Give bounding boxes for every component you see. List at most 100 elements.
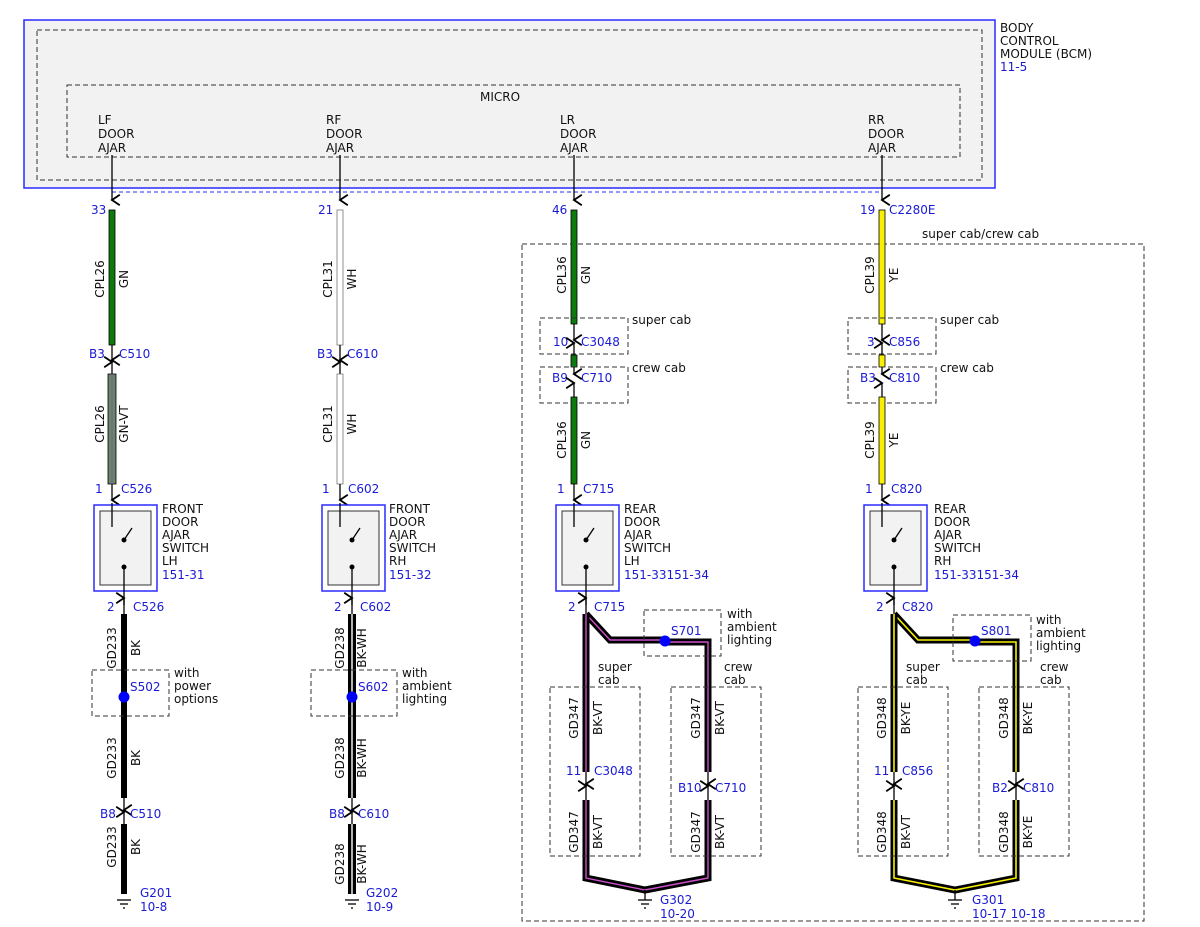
- rf-middle-color: WH: [345, 414, 359, 435]
- lf-lower-wire: [121, 614, 127, 798]
- lf-switch-name-5: LH: [162, 554, 178, 568]
- lf-door-ajar-switch[interactable]: FRONT DOOR AJAR SWITCH LH 151-31: [93, 502, 209, 605]
- lr-middle-circuit: CPL36: [555, 421, 569, 459]
- rr-super-cab-pin: 3: [867, 335, 875, 349]
- lr-crew-cab-box: [539, 366, 629, 404]
- lr-crew-top-color: BK-VT: [713, 700, 727, 735]
- lr-super-top-color: BK-VT: [591, 700, 605, 735]
- rf-ground-name[interactable]: G202: [366, 886, 398, 900]
- rf-lower2-color: BK-WH: [355, 738, 369, 778]
- lr-switch-in-pin: 1: [557, 482, 565, 496]
- rr-switch-name-4: SWITCH: [934, 541, 981, 555]
- lr-bcm-pin: 46: [552, 203, 567, 217]
- rr-crew-conn-name: C810: [1023, 781, 1054, 795]
- lr-splice-dot[interactable]: [659, 635, 671, 647]
- rr-middle-circuit: CPL39: [863, 421, 877, 459]
- rr-upper-circuit: CPL39: [863, 256, 877, 294]
- rf-circuit: 21 CPL31 WH B3 C610 CPL31 WH 1 C602 FRON…: [310, 203, 452, 914]
- lr-crew-bottom-color: BK-VT: [713, 814, 727, 849]
- lf-switch-page-ref: 151-31: [162, 568, 205, 582]
- lr-super-branch-box: [549, 686, 641, 857]
- rr-switch-name-1: REAR: [934, 502, 966, 516]
- lr-middle-color: GN: [579, 431, 593, 449]
- rr-splice-cond-1: with: [1036, 613, 1061, 627]
- rr-crew-top-circuit: GD348: [997, 697, 1011, 738]
- bcm-inputs: LF DOOR AJAR RF DOOR AJAR LR DOOR AJAR R…: [98, 113, 904, 200]
- lf-upper-circuit: CPL26: [93, 260, 107, 298]
- lr-ground-page-ref[interactable]: 10-20: [660, 907, 695, 921]
- rr-upper-wire: [878, 209, 886, 325]
- lr-middle-wire: [570, 396, 578, 485]
- lr-crew-top-circuit: GD347: [689, 697, 703, 738]
- lr-splice-cond-3: lighting: [727, 633, 772, 647]
- lf-switch-name-4: SWITCH: [162, 541, 209, 555]
- rr-ground-page-ref[interactable]: 10-17 10-18: [972, 907, 1046, 921]
- rf-splice-name: S602: [358, 680, 389, 694]
- rr-middle-wire: [878, 396, 886, 485]
- rf-splice-box: [310, 669, 398, 717]
- super-crew-cab-label: super cab/crew cab: [922, 227, 1039, 241]
- rr-splice-dot[interactable]: [969, 635, 981, 647]
- lr-ground-name[interactable]: G302: [660, 893, 692, 907]
- bcm-page-ref[interactable]: 11-5: [1000, 60, 1027, 74]
- lf-splice-cond-3: options: [174, 692, 218, 706]
- lf-switch-name-2: DOOR: [162, 515, 198, 529]
- rf-switch-out-connector: C602: [360, 600, 391, 614]
- lf-splice-dot[interactable]: [118, 691, 130, 703]
- rr-switch-out-pin: 2: [876, 600, 884, 614]
- rr-super-top-color: BK-YE: [899, 702, 913, 735]
- super-crew-cab-region: [521, 243, 1145, 922]
- rr-crew-branch-box: [978, 686, 1070, 857]
- rr-super-bottom-circuit: GD348: [875, 811, 889, 852]
- lr-switch-out-pin: 2: [568, 600, 576, 614]
- rf-switch-page-ref: 151-32: [389, 568, 432, 582]
- lr-splice-name: S701: [671, 624, 702, 638]
- lr-super-cab-pin: 10: [553, 335, 568, 349]
- lr-switch-name-3: AJAR: [624, 528, 652, 542]
- rf-lower-circuit: GD238: [333, 627, 347, 668]
- lr-crew-branch-label-2: cab: [724, 673, 746, 687]
- lr-upper-wire: [570, 209, 578, 325]
- rr-super-conn-pin: 11: [874, 764, 889, 778]
- lr-super-bottom-circuit: GD347: [567, 811, 581, 852]
- lf-ground-page-ref[interactable]: 10-8: [140, 900, 167, 914]
- rr-super-top-circuit: GD348: [875, 697, 889, 738]
- rr-middle-color: YE: [887, 433, 901, 449]
- lr-switch-page-ref: 151-33151-34: [624, 568, 709, 582]
- bcm-name-1: BODY: [1000, 21, 1034, 35]
- rr-crew-bottom-circuit: GD348: [997, 811, 1011, 852]
- lr-crew-branch-label-1: crew: [724, 660, 753, 674]
- rf-door-ajar-switch[interactable]: FRONT DOOR AJAR SWITCH RH 151-32: [321, 502, 436, 605]
- lf-splice-cond-2: power: [174, 679, 211, 693]
- lr-splice-cond-2: ambient: [727, 620, 777, 634]
- lr-crew-cab-connector: C710: [581, 371, 612, 385]
- lr-splice-box: [643, 609, 722, 657]
- rf-ground-icon: [345, 899, 359, 909]
- rr-input-2: DOOR: [868, 127, 904, 141]
- lf-middle-circuit: CPL26: [93, 405, 107, 443]
- lr-switch-name-4: SWITCH: [624, 541, 671, 555]
- lf-lower-circuit: GD233: [105, 627, 119, 668]
- rf-input-3: AJAR: [326, 141, 354, 155]
- rr-switch-name-3: AJAR: [934, 528, 962, 542]
- rf-splice-dot[interactable]: [346, 691, 358, 703]
- rf-switch-out-pin: 2: [334, 600, 342, 614]
- lf-ground-name[interactable]: G201: [140, 886, 172, 900]
- rr-super-branch-label-2: cab: [906, 673, 928, 687]
- lf-lower2-color: BK: [129, 749, 143, 766]
- rr-switch-in-connector: C820: [891, 482, 922, 496]
- rf-ground-page-ref[interactable]: 10-9: [366, 900, 393, 914]
- rr-door-ajar-switch[interactable]: REAR DOOR AJAR SWITCH RH 151-33151-34: [863, 502, 1019, 605]
- rr-crew-top-color: BK-YE: [1021, 702, 1035, 735]
- lr-input-2: DOOR: [560, 127, 596, 141]
- rf-switch-name-1: FRONT: [389, 502, 431, 516]
- body-control-module[interactable]: MICRO BODY CONTROL MODULE (BCM) 11-5: [23, 19, 1092, 193]
- rr-bcm-connector: C2280E: [889, 203, 936, 217]
- rr-splice-cond-2: ambient: [1036, 626, 1086, 640]
- lf-switch-name-1: FRONT: [162, 502, 204, 516]
- rf-splice-cond-2: ambient: [402, 679, 452, 693]
- lr-door-ajar-switch[interactable]: REAR DOOR AJAR SWITCH LH 151-33151-34: [555, 502, 709, 605]
- rf-inline-connector: C610: [347, 347, 378, 361]
- lr-crew-conn-name: C710: [715, 781, 746, 795]
- rr-ground-name[interactable]: G301: [972, 893, 1004, 907]
